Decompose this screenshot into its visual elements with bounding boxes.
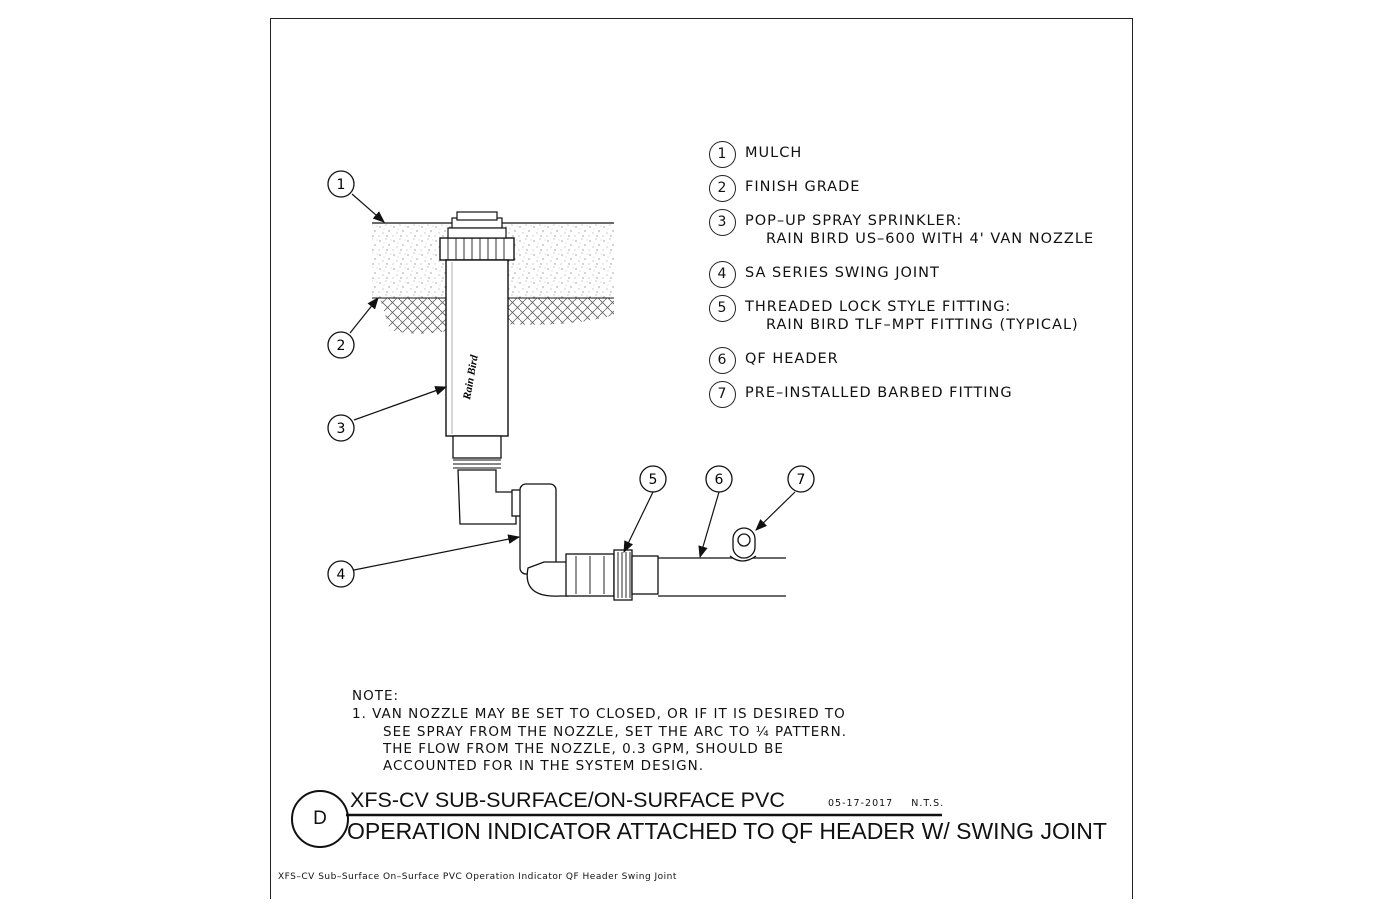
legend-number: 5 — [709, 295, 736, 322]
drawing-scale: N.T.S. — [911, 798, 945, 809]
legend-label: MULCH — [745, 145, 803, 161]
leader-lines — [349, 193, 796, 571]
pop-up-sprinkler — [439, 211, 515, 469]
legend-number: 1 — [709, 141, 736, 168]
legend-number: 6 — [709, 347, 736, 374]
legend-number: 3 — [709, 209, 736, 236]
legend-label: QF HEADER — [745, 351, 839, 367]
drawing-date: 05-17-2017 — [828, 798, 894, 809]
callout-2: 2 — [337, 338, 346, 354]
barbed-fitting — [729, 527, 757, 562]
legend-number: 4 — [709, 261, 736, 288]
legend-number: 7 — [709, 381, 736, 408]
note-line: SEE SPRAY FROM THE NOZZLE, SET THE ARC T… — [383, 724, 848, 740]
footer-caption: XFS–CV Sub–Surface On–Surface PVC Operat… — [278, 872, 677, 882]
callout-3: 3 — [337, 421, 346, 437]
callout-1: 1 — [337, 177, 346, 193]
legend-label: THREADED LOCK STYLE FITTING: — [745, 299, 1012, 315]
legend-label: FINISH GRADE — [745, 179, 861, 195]
callout-5: 5 — [649, 472, 658, 488]
note-heading: NOTE: — [352, 688, 400, 704]
legend-label: PRE–INSTALLED BARBED FITTING — [745, 385, 1013, 401]
legend-label: POP–UP SPRAY SPRINKLER: — [745, 213, 963, 229]
title-line-1: XFS-CV SUB-SURFACE/ON-SURFACE PVC — [350, 788, 785, 812]
note-line: ACCOUNTED FOR IN THE SYSTEM DESIGN. — [383, 758, 704, 774]
callout-circles — [327, 170, 815, 588]
legend-number: 2 — [709, 175, 736, 202]
drawing-sheet-border — [270, 18, 1133, 899]
callout-4: 4 — [337, 567, 346, 583]
lock-fitting — [565, 549, 659, 601]
note-line: THE FLOW FROM THE NOZZLE, 0.3 GPM, SHOUL… — [383, 741, 784, 757]
title-meta: 05-17-2017 N.T.S. — [828, 798, 944, 809]
qf-header-pipe — [658, 557, 786, 597]
legend-sublabel: RAIN BIRD TLF–MPT FITTING (TYPICAL) — [766, 317, 1079, 333]
detail-tag: D — [291, 790, 349, 848]
title-line-2: OPERATION INDICATOR ATTACHED TO QF HEADE… — [347, 818, 1107, 844]
legend-label: SA SERIES SWING JOINT — [745, 265, 940, 281]
swing-joint — [457, 469, 569, 597]
callout-6: 6 — [715, 472, 724, 488]
callout-7: 7 — [797, 472, 806, 488]
legend-sublabel: RAIN BIRD US–600 WITH 4' VAN NOZZLE — [766, 231, 1095, 247]
note-line: 1. VAN NOZZLE MAY BE SET TO CLOSED, OR I… — [352, 706, 846, 722]
